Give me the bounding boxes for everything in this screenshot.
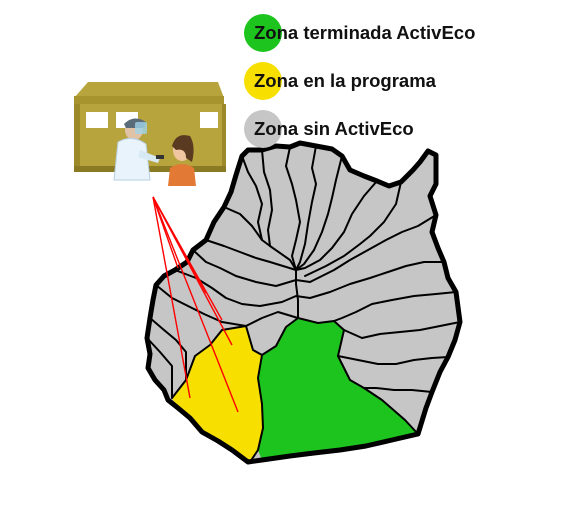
pointer-lines: [152, 196, 239, 413]
legend: Zona terminada ActivEco Zona en la progr…: [244, 14, 544, 154]
health-worker-figure: [113, 118, 164, 181]
legend-item-scheduled: Zona en la programa: [244, 62, 544, 102]
legend-label-completed: Zona terminada ActivEco: [254, 22, 476, 43]
legend-swatch-completed: [244, 14, 282, 52]
legend-item-completed: Zona terminada ActivEco: [244, 14, 544, 54]
legend-label-scheduled: Zona en la programa: [254, 70, 436, 91]
zone-completed[interactable]: [258, 318, 418, 460]
patient-figure: [168, 135, 196, 186]
legend-swatch-none: [244, 110, 282, 148]
mobile-testing-tent-icon: [74, 82, 226, 186]
municipality-borders: [146, 145, 461, 463]
island-map: [144, 140, 463, 465]
coastline: [144, 140, 463, 465]
zone-scheduled[interactable]: [172, 326, 263, 462]
legend-item-none: Zona sin ActivEco: [244, 110, 544, 150]
legend-label-none: Zona sin ActivEco: [254, 118, 414, 139]
legend-swatch-scheduled: [244, 62, 282, 100]
